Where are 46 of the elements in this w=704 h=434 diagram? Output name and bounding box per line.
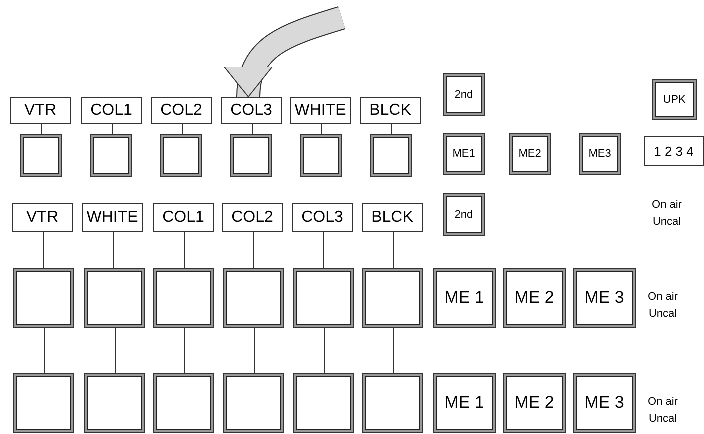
label-box: WHITE <box>82 203 143 232</box>
push-button <box>223 268 284 328</box>
label-box: BLCK <box>360 97 421 124</box>
push-button <box>13 373 74 433</box>
label-box: VTR <box>10 97 71 124</box>
label-box: 1 2 3 4 <box>644 136 704 166</box>
label-box: COL1 <box>81 97 142 124</box>
status-text: On air Uncal <box>647 395 679 427</box>
label-box: BLCK <box>362 203 423 232</box>
push-button: ME2 <box>509 133 551 175</box>
label-box: COL2 <box>222 203 283 232</box>
push-button: ME 2 <box>503 373 566 433</box>
push-button: UPK <box>652 79 697 120</box>
push-button <box>153 268 214 328</box>
push-button: ME 3 <box>573 373 636 433</box>
push-button <box>223 373 284 433</box>
push-button <box>13 268 74 328</box>
push-button: ME 2 <box>503 268 566 328</box>
status-text: On air Uncal <box>647 290 679 322</box>
push-button <box>20 134 62 177</box>
label-box: COL3 <box>221 97 282 124</box>
push-button <box>84 373 145 433</box>
push-button <box>362 268 423 328</box>
push-button: ME1 <box>443 133 485 175</box>
label-box: COL2 <box>151 97 212 124</box>
label-box: COL3 <box>292 203 353 232</box>
status-text: On air Uncal <box>651 198 683 230</box>
label-box: COL1 <box>153 203 214 232</box>
push-button <box>293 373 354 433</box>
label-box: VTR <box>12 203 73 232</box>
push-button <box>230 134 272 177</box>
push-button: ME3 <box>579 133 621 175</box>
push-button: 2nd <box>443 193 485 236</box>
push-button <box>90 134 132 177</box>
push-button: ME 3 <box>573 268 636 328</box>
push-button <box>160 134 202 177</box>
push-button <box>362 373 423 433</box>
push-button: ME 1 <box>433 373 496 433</box>
push-button <box>293 268 354 328</box>
push-button <box>370 134 412 177</box>
label-box: WHITE <box>290 97 351 124</box>
push-button <box>300 134 342 177</box>
push-button: 2nd <box>443 73 485 116</box>
push-button: ME 1 <box>433 268 496 328</box>
push-button <box>84 268 145 328</box>
push-button <box>153 373 214 433</box>
